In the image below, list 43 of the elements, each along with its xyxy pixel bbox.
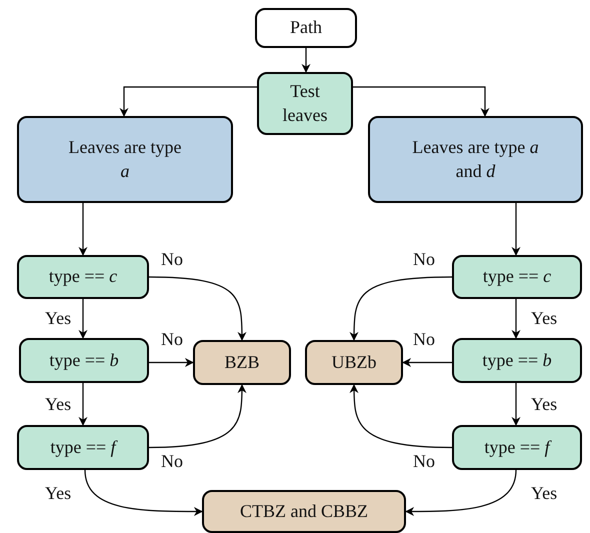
arrow: [120, 86, 257, 117]
node-label: Test leaves: [282, 80, 328, 126]
arrow: [148, 384, 246, 448]
arrow: [302, 48, 310, 73]
arrow: [78, 383, 88, 426]
node-label: BZB: [224, 350, 260, 374]
arrow: [78, 299, 88, 339]
node-label: type == b: [482, 348, 552, 372]
process-box: [17, 425, 149, 470]
process-box: [202, 490, 406, 533]
arrow: [405, 470, 517, 516]
arrow: [353, 86, 490, 117]
process-box: [452, 338, 582, 383]
arrow: [402, 358, 452, 367]
node-label: type == f: [50, 436, 116, 459]
process-box: [19, 338, 149, 383]
node-label: Leaves are type a and d: [411, 136, 540, 182]
process-box: [17, 255, 149, 299]
process-box: [368, 116, 583, 203]
arrow: [512, 299, 520, 339]
arrow: [84, 470, 203, 516]
arrow: [350, 384, 452, 448]
process-box: [305, 340, 403, 385]
arrow: [350, 276, 452, 341]
process-box: [17, 116, 233, 203]
process-box: [257, 72, 353, 135]
arrow: [512, 383, 520, 426]
arrow: [512, 203, 520, 256]
node-label: Path: [290, 16, 322, 40]
arrow: [78, 203, 88, 256]
arrow: [149, 358, 194, 367]
process-box: [193, 340, 291, 385]
process-box: [452, 255, 582, 299]
node-label: CTBZ and CBBZ: [240, 500, 368, 523]
process-box: [452, 425, 582, 470]
arrow: [148, 276, 246, 341]
node-label: type == c: [482, 265, 552, 288]
process-box: [255, 8, 357, 48]
node-label: type == b: [49, 348, 119, 372]
node-label: UBZb: [332, 350, 376, 374]
node-label: type == c: [48, 265, 118, 288]
node-label: Leaves are type a: [68, 136, 182, 182]
node-label: type == f: [484, 436, 550, 459]
